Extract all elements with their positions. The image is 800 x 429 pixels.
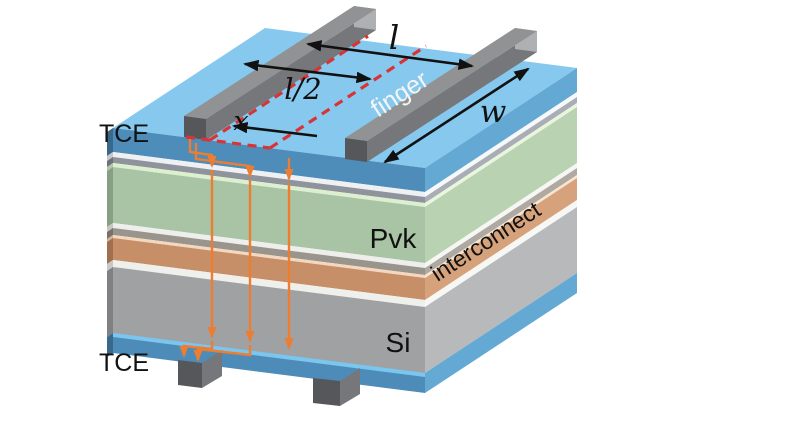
layer-tce-bottom-right [425,273,577,393]
layer-peach-front [113,235,425,278]
label-pvk: Pvk [370,223,418,254]
finger-right-front [345,138,367,162]
layer-gray-2-edge [107,228,113,239]
label-dim-l: l [389,18,400,57]
layer-tce-bottom-edge [107,333,113,357]
layer-white-2-edge [107,223,113,232]
layer-green-light-edge [107,163,113,171]
layer-tce-top-edge [107,128,113,156]
layer-pvk-front [113,167,425,263]
layer-interconnect-edge [107,238,113,264]
layer-white-3-right [425,200,577,307]
label-tce-top: TCE [99,120,149,148]
arrow-dim-l-half [242,59,373,84]
layer-green-light-front [113,163,425,207]
flow-bottom-elbow-1 [179,341,214,358]
layer-pvk-edge [107,167,113,227]
layer-white-1-edge [107,152,113,161]
bottom-finger-right-front [313,378,340,406]
finger-left-front [184,116,206,140]
arrow-dim-x [231,121,318,138]
layer-gray-1-edge [107,157,113,167]
layer-peach-right [425,175,577,278]
label-dim-x: x [233,106,248,137]
layer-gray-2-right [425,168,577,275]
bottom-finger-right-side [340,368,360,406]
arrow-dim-w [383,67,530,164]
layer-si-edge [107,267,113,337]
label-tce-bottom: TCE [99,349,149,377]
layer-white-1-front [113,152,425,197]
geometry-group [107,6,577,406]
layer-white-3-edge [107,260,113,271]
layer-gray-1-front [113,157,425,203]
layer-gray-2-front [113,228,425,275]
label-dim-l-half: l/2 [284,72,322,106]
layer-si-right [425,207,577,373]
layer-white-3-front [113,260,425,307]
layer-interconnect-right [425,178,577,300]
arrow-dim-l [305,40,475,70]
flow-bottom-elbow-2 [193,345,252,362]
layer-si-front [113,267,425,373]
layer-peach-edge [107,235,113,242]
bottom-finger-left-front [178,360,202,388]
label-dim-w: w [480,94,507,130]
flow-top-elbow-2 [194,143,255,178]
bottom-finger-left-side [202,350,222,388]
layer-pvk-right [425,107,577,263]
tce-bottom-lip [113,333,425,377]
layer-white-2-front [113,223,425,268]
dashed-line-front [185,135,271,150]
label-si: Si [386,327,411,358]
layer-white-2-right [425,163,577,268]
layer-interconnect-front [113,238,425,300]
